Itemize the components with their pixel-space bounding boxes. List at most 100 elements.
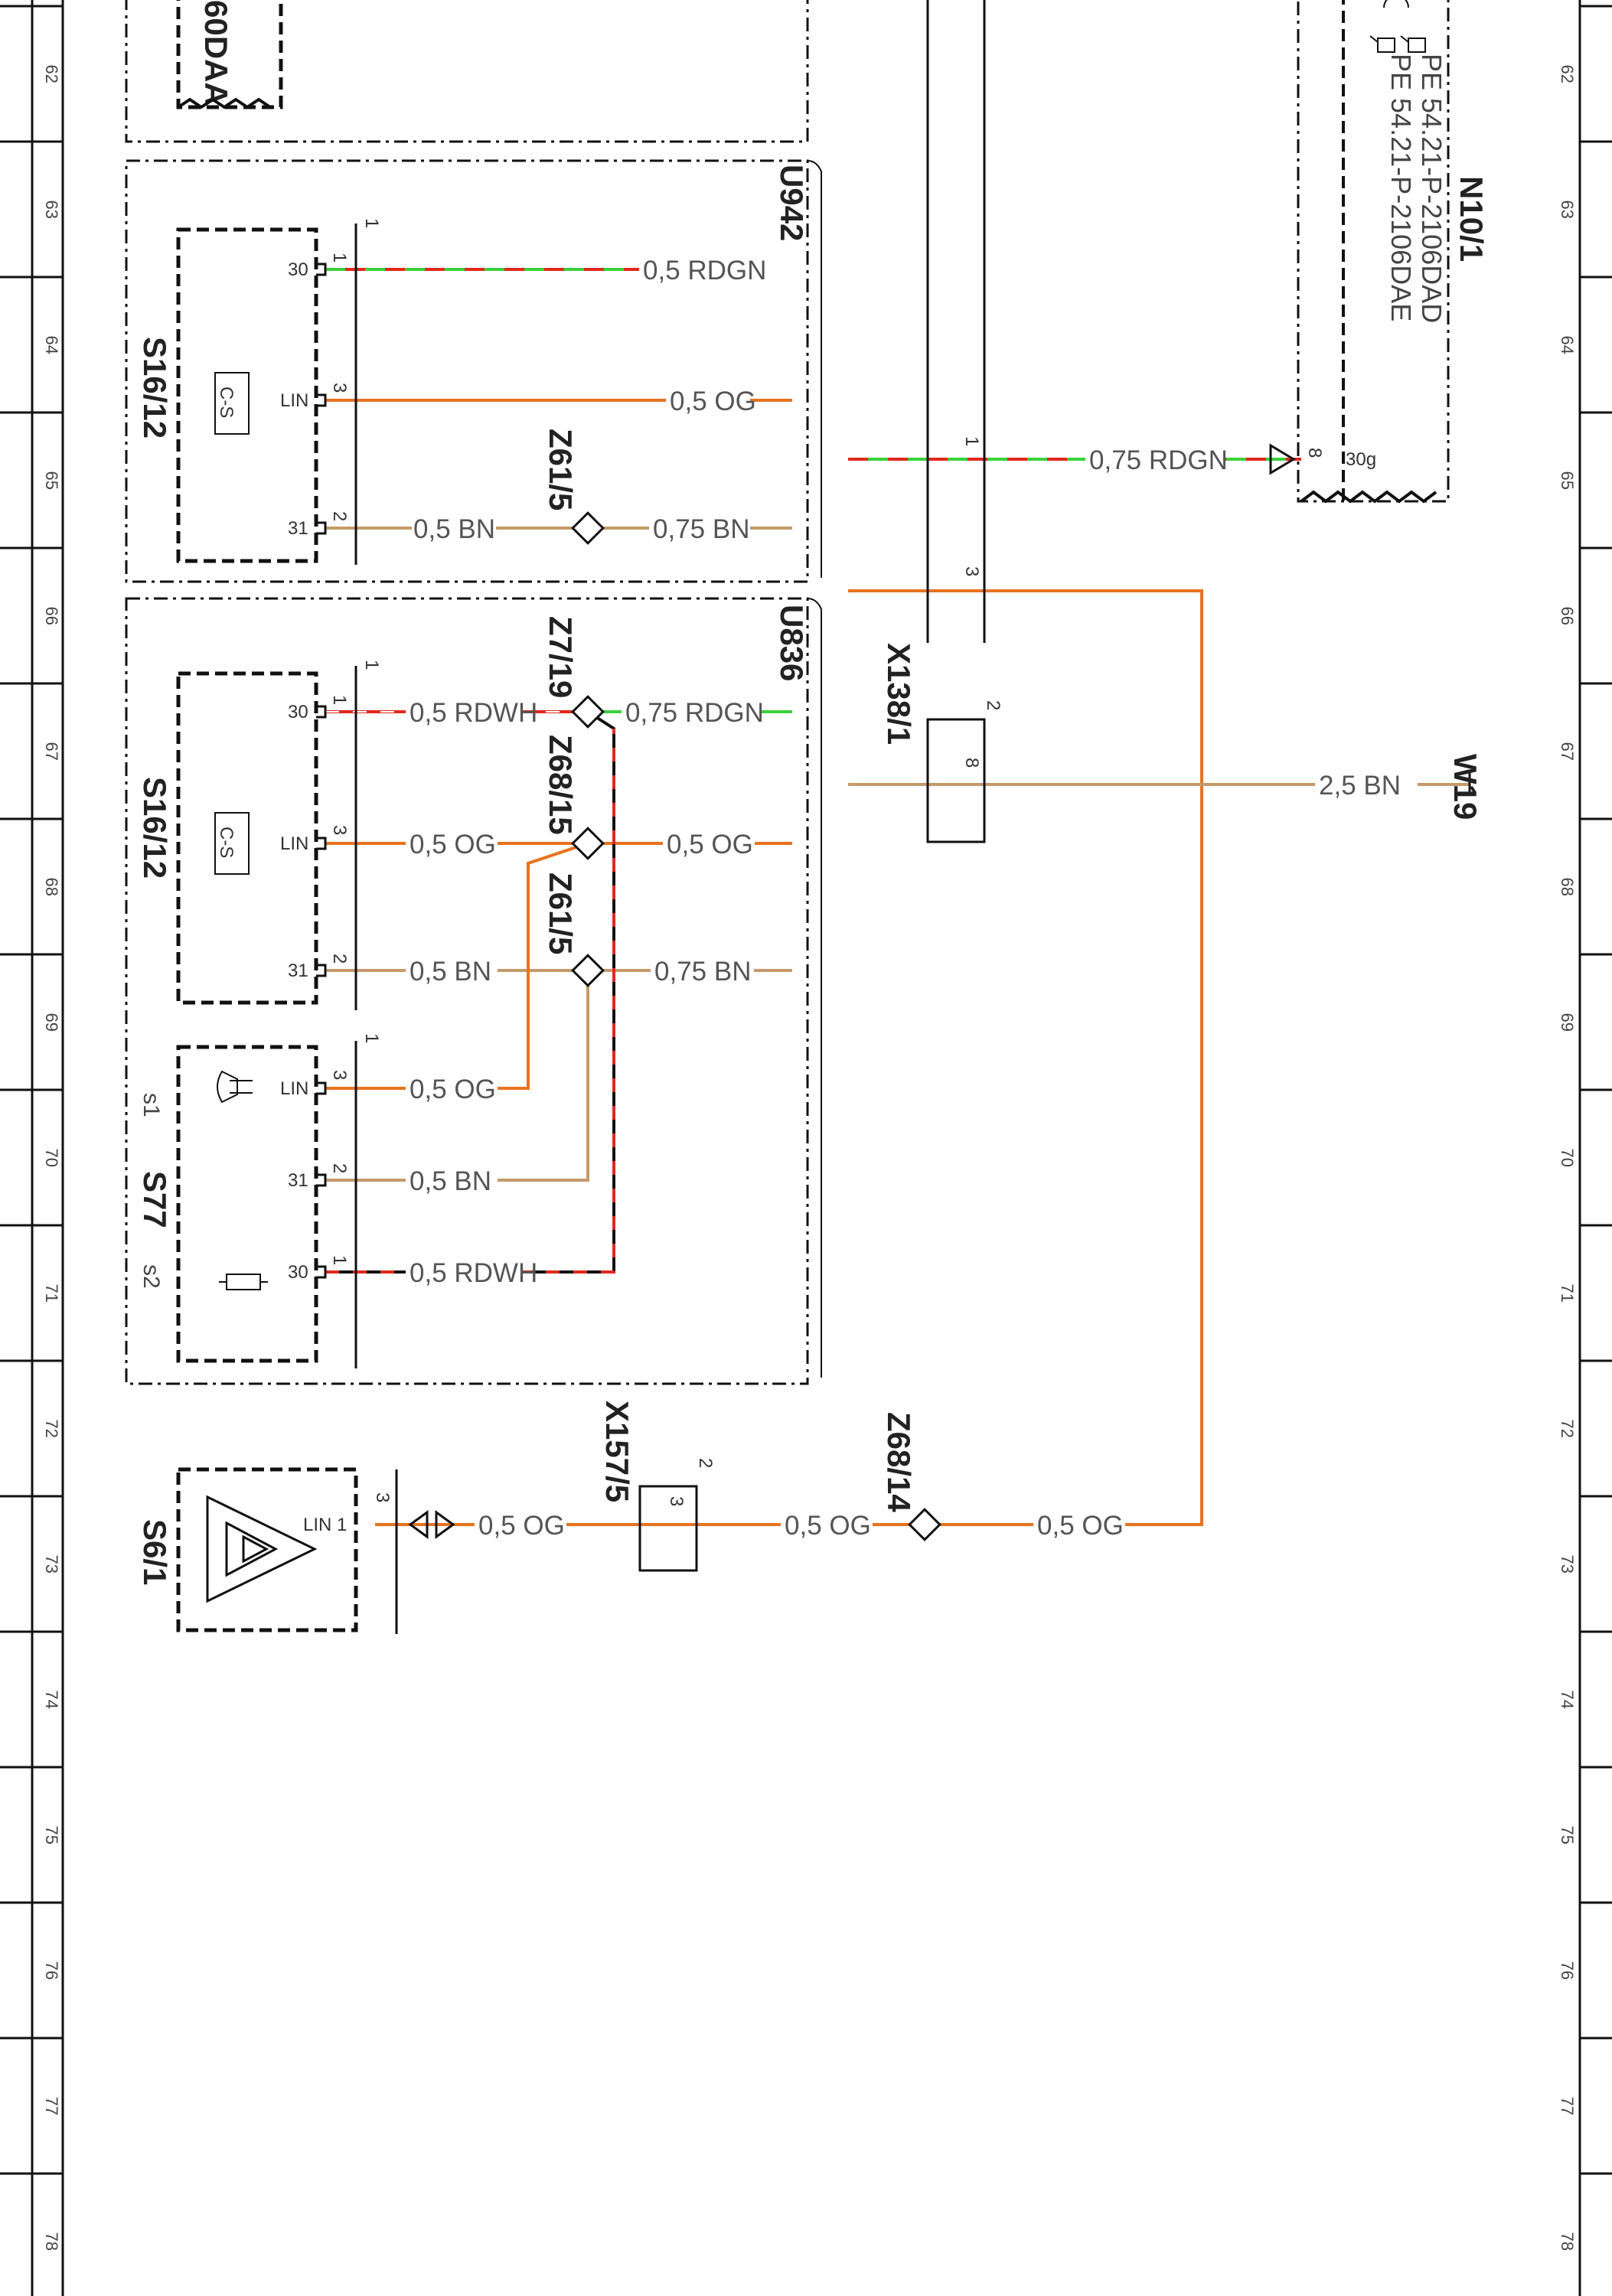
cs-symbol-a: C-S xyxy=(216,386,237,418)
pin-a-lin: LIN xyxy=(280,390,308,411)
row-number: 73 xyxy=(1558,1555,1577,1574)
wire-label-s77-bn: 0,5 BN xyxy=(410,1166,491,1196)
row-number: 76 xyxy=(1558,1962,1577,1980)
row-number: 75 xyxy=(42,1826,61,1844)
wire-label-z68-og: 0,5 OG xyxy=(1037,1511,1124,1541)
splice-z68-14 xyxy=(908,1508,941,1541)
s16-12-label-a: S16/12 xyxy=(137,337,173,439)
row-number: 68 xyxy=(42,878,61,896)
s60daa-label: 60DAA xyxy=(198,0,234,106)
sensor-symbol-icon xyxy=(1383,0,1409,8)
row-number: 66 xyxy=(1558,607,1577,625)
s16-12-label-b: S16/12 xyxy=(137,777,173,879)
u836-block: U836 S16/12 C-S 30 1 LIN 3 31 2 1 S77 s1… xyxy=(125,597,822,1385)
fuse-icon xyxy=(219,1274,268,1290)
wire-label-u942-bn-out: 0,75 BN xyxy=(653,514,749,544)
n10-1-pin: 8 xyxy=(1304,448,1325,458)
pin-s6-lin: LIN 1 xyxy=(303,1515,347,1535)
hazard-triangle-icon xyxy=(206,1495,318,1603)
row-tick-marks xyxy=(0,5,1612,2175)
n10-1-connector-arrow xyxy=(1269,443,1296,475)
pin-x157-2: 2 xyxy=(695,1458,716,1468)
pin-s6-3: 3 xyxy=(372,1492,393,1502)
row-number: 77 xyxy=(1558,2097,1577,2115)
wire-label-u942-bn-in: 0,5 BN xyxy=(413,514,495,544)
z68-15-label: Z68/15 xyxy=(543,735,579,835)
car-alarm-icon xyxy=(217,1070,253,1104)
splice-z7-19 xyxy=(571,695,605,729)
row-number: 70 xyxy=(1558,1149,1577,1167)
pin-c-2: 2 xyxy=(329,1163,350,1173)
pin-a-2: 2 xyxy=(329,511,350,521)
n10-1-torn-edge xyxy=(1300,490,1437,504)
pin-c-31: 31 xyxy=(288,1170,308,1191)
row-number: 74 xyxy=(42,1691,61,1709)
wire-x138-og xyxy=(848,589,1203,1526)
wire-label-s77-rdwh: 0,5 RDWH xyxy=(410,1258,537,1288)
pin-a-top: 1 xyxy=(361,218,382,228)
row-number: 65 xyxy=(42,471,61,490)
cs-switch-icon xyxy=(214,812,250,875)
cs-symbol-b: C-S xyxy=(216,827,237,858)
splice-z68-15 xyxy=(571,827,605,860)
wire-label-u942-rdgn: 0,5 RDGN xyxy=(643,256,766,285)
row-number: 66 xyxy=(42,607,61,625)
row-number: 77 xyxy=(42,2097,61,2115)
s77-s1-label: s1 xyxy=(139,1093,164,1117)
s6-1-label: S6/1 xyxy=(137,1519,173,1585)
x157-5-label: X157/5 xyxy=(599,1401,635,1502)
wire-label-u836-og-in: 0,5 OG xyxy=(410,830,496,859)
row-number: 64 xyxy=(1558,336,1577,354)
z7-19-label: Z7/19 xyxy=(543,616,579,698)
w19-label: W19 xyxy=(1447,754,1483,820)
row-number: 62 xyxy=(42,65,61,83)
wire-label-u836-og-out: 0,5 OG xyxy=(667,830,753,859)
pin-a-1: 1 xyxy=(329,253,350,263)
row-number: 64 xyxy=(42,336,61,354)
pin-b-lin: LIN xyxy=(280,833,308,854)
pin-x138-8: 8 xyxy=(961,758,982,768)
pin-c-1: 1 xyxy=(329,1255,350,1265)
wire-label-x157-og: 0,5 OG xyxy=(785,1511,871,1541)
row-number: 73 xyxy=(42,1555,61,1574)
row-number: 67 xyxy=(42,742,61,761)
pin-c-top: 1 xyxy=(361,1033,382,1043)
pin-a-31: 31 xyxy=(288,518,308,539)
row-number: 63 xyxy=(1558,201,1577,219)
s6-1-hazard-switch: S6/1 LIN 1 3 0,5 OG xyxy=(137,1467,566,1634)
pin-b-3: 3 xyxy=(329,825,350,835)
wire-label-u836-rdgn-out: 0,75 RDGN xyxy=(625,698,764,728)
row-number: 72 xyxy=(42,1420,61,1438)
row-number: 67 xyxy=(1558,742,1577,761)
pin-x138-1: 1 xyxy=(961,436,982,446)
splice-z61-5-a xyxy=(571,511,605,545)
row-number: 70 xyxy=(42,1149,61,1167)
n10-1-module: N10/1 PE 54.21-P-2106DAD PE 54.21-P-2106… xyxy=(1269,0,1490,504)
pin-c-3: 3 xyxy=(329,1070,350,1080)
row-number: 69 xyxy=(1558,1013,1577,1032)
row-number: 74 xyxy=(1558,1691,1577,1709)
x157-5-connector: X157/5 2 3 0,5 OG Z68/14 0,5 OG xyxy=(599,1401,1125,1572)
pin-x157-3: 3 xyxy=(666,1496,687,1506)
pin-a-3: 3 xyxy=(329,383,350,393)
document-hand-icon xyxy=(1369,35,1395,53)
document-hand-icon xyxy=(1400,35,1426,53)
wire-label-s6-og: 0,5 OG xyxy=(478,1511,565,1541)
pin-a-30: 30 xyxy=(288,259,308,280)
pin-x138-2: 2 xyxy=(983,700,1003,710)
pin-c-lin: LIN xyxy=(280,1078,308,1099)
n10-1-terminal: 30g xyxy=(1346,449,1376,470)
row-number: 76 xyxy=(42,1962,61,1980)
z61-5-label-a: Z61/5 xyxy=(543,429,579,510)
z61-5-label-b: Z61/5 xyxy=(543,872,579,954)
splice-z61-5-b xyxy=(571,954,605,987)
pin-b-2: 2 xyxy=(329,954,350,964)
wire-label-w19-bn: 2,5 BN xyxy=(1319,771,1401,801)
row-number: 68 xyxy=(1558,878,1577,896)
row-number: 71 xyxy=(1558,1284,1577,1303)
pin-c-30: 30 xyxy=(288,1262,308,1283)
z68-14-label: Z68/14 xyxy=(881,1412,917,1512)
